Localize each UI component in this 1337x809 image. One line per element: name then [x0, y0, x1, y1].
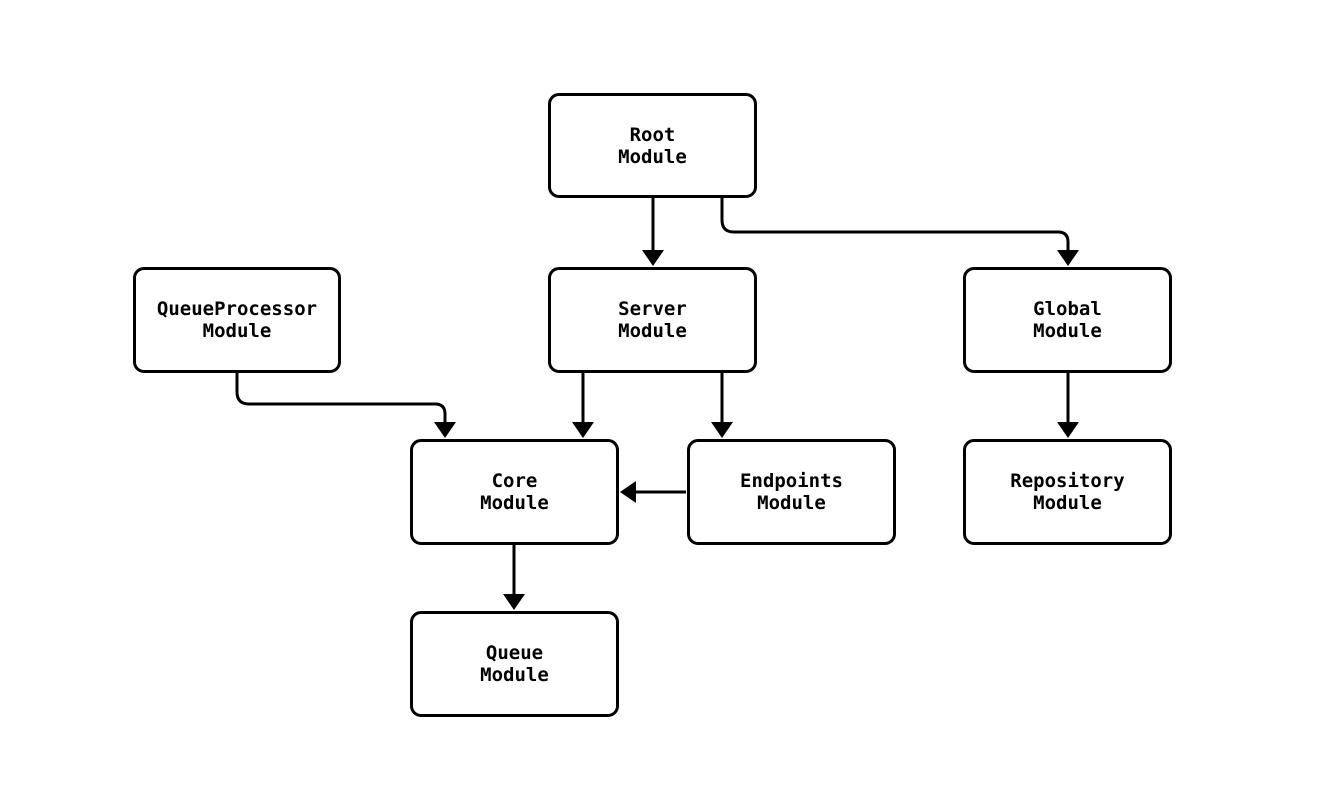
node-server-module: Server Module [548, 267, 757, 373]
arrowhead-global-module-to-repository-module [1057, 422, 1079, 438]
node-global-module: Global Module [963, 267, 1172, 373]
node-queue-module: Queue Module [410, 611, 619, 717]
node-label-repository-module: Repository Module [1010, 470, 1125, 514]
node-endpoints-module: Endpoints Module [687, 439, 896, 545]
node-label-endpoints-module: Endpoints Module [740, 470, 843, 514]
arrowhead-endpoints-module-to-core-module [620, 481, 636, 503]
arrowhead-root-module-to-server-module [642, 250, 664, 266]
node-label-global-module: Global Module [1033, 298, 1102, 342]
node-queueprocessor-module: QueueProcessor Module [133, 267, 341, 373]
node-repository-module: Repository Module [963, 439, 1172, 545]
node-label-queueprocessor-module: QueueProcessor Module [156, 298, 318, 342]
arrowhead-core-module-to-queue-module [503, 594, 525, 610]
edge-root-module-to-global-module [720, 197, 1070, 252]
node-root-module: Root Module [548, 93, 757, 198]
node-label-server-module: Server Module [618, 298, 687, 342]
node-label-core-module: Core Module [480, 470, 549, 514]
arrowhead-server-module-to-core-module [572, 422, 594, 438]
arrowhead-queueprocessor-module-to-core-module [434, 422, 456, 438]
node-label-root-module: Root Module [618, 123, 687, 168]
arrowhead-root-module-to-global-module [1057, 250, 1079, 266]
node-label-queue-module: Queue Module [480, 642, 549, 686]
node-core-module: Core Module [410, 439, 619, 545]
edge-queueprocessor-module-to-core-module [235, 372, 447, 424]
arrowhead-server-module-to-endpoints-module [711, 422, 733, 438]
